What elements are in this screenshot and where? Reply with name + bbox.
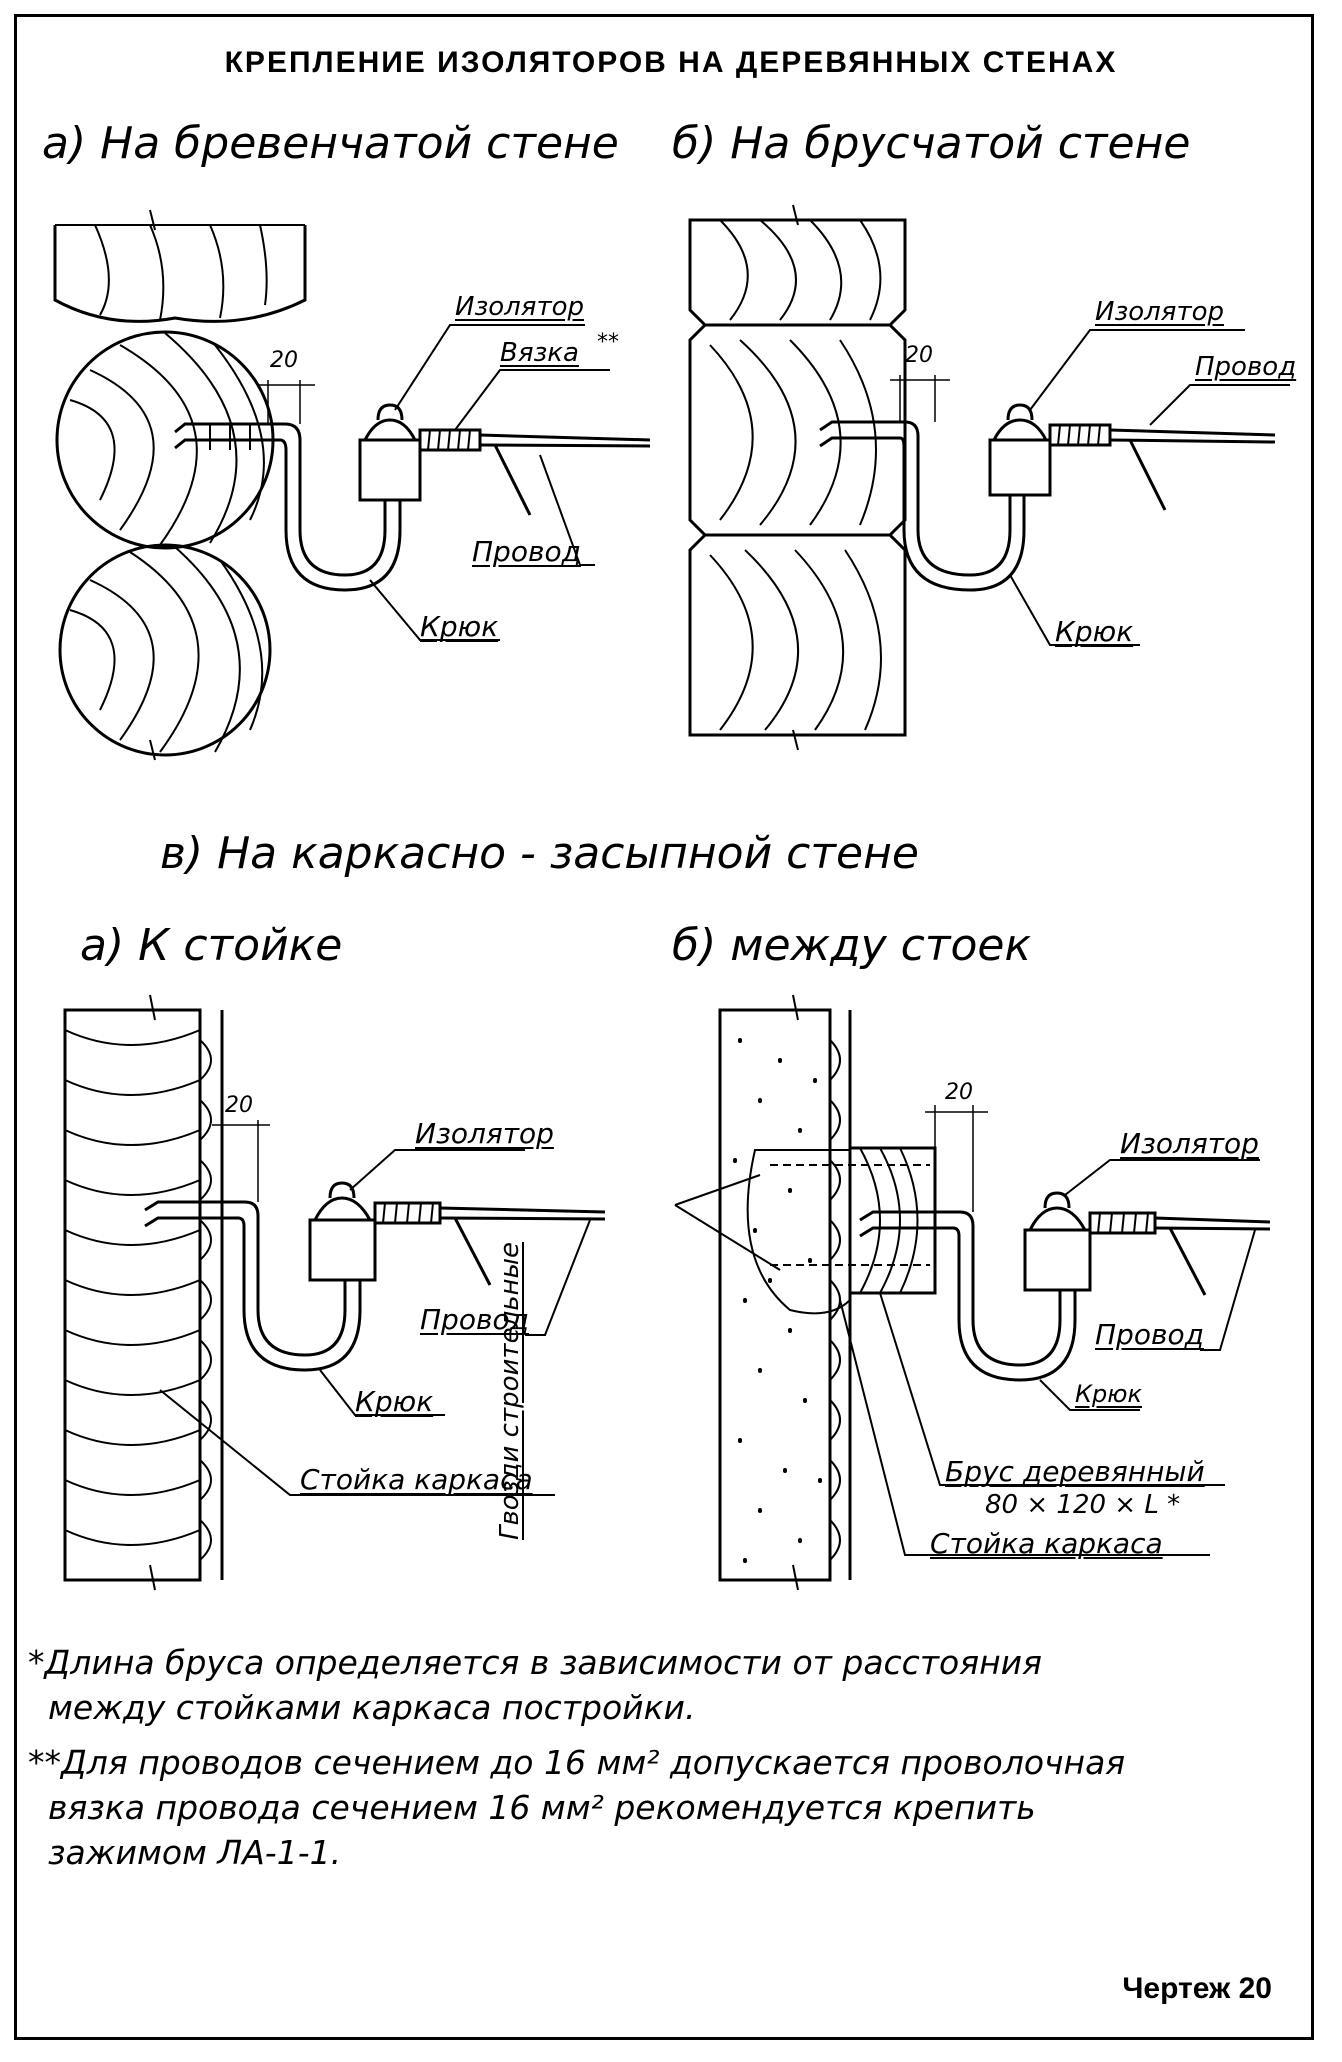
dimension-20-b: 20 [905,343,933,368]
note-1-line-2: между стойками каркаса постройки. [48,1688,696,1727]
heading-log-wall: а) На бревенчатой стене [42,118,619,169]
dimension-20-c2: 20 [945,1080,973,1105]
hook-assembly-b [819,329,1290,646]
label-nails: Гвозди строительные [495,1241,525,1540]
label-binding-mark: ** [597,330,619,355]
label-post-c1: Стойка каркаса [300,1463,533,1496]
dimension-20-c1: 20 [225,1093,253,1118]
fill-wall [718,994,937,1591]
label-insulator-a: Изолятор [455,292,584,322]
hook-assembly-a [174,324,651,641]
label-hook-a: Крюк [420,610,499,643]
label-hook-b: Крюк [1055,615,1134,648]
label-post-c2: Стойка каркаса [930,1527,1163,1560]
hook-assembly-c1 [144,1120,606,1496]
label-binding-a: Вязка [500,338,579,368]
label-wire-b: Провод [1195,352,1297,382]
heading-beam-wall: б) На брусчатой стене [672,118,1191,169]
heading-to-post: а) К стойке [80,920,343,971]
hook-assembly-c2 [674,1105,1271,1556]
label-beam: Брус деревянный [945,1455,1205,1488]
note-2-line-2: вязка провода сечением 16 мм² рекомендуе… [48,1788,1036,1827]
label-wire-c1: Провод [420,1303,529,1336]
page-title: КРЕПЛЕНИЕ ИЗОЛЯТОРОВ НА ДЕРЕВЯННЫХ СТЕНА… [224,46,1118,79]
post-wall [63,994,224,1591]
heading-frame-wall: в) На каркасно - засыпной стене [160,828,919,879]
drawing-number: Чертеж 20 [1122,1972,1272,2005]
dimension-20-a: 20 [270,348,298,373]
label-insulator-c2: Изолятор [1120,1127,1259,1160]
log-wall [53,209,307,761]
note-2-line-1: **Для проводов сечением до 16 мм² допуск… [28,1743,1126,1782]
label-beam-size: 80 × 120 × L * [985,1490,1181,1520]
beam-wall [688,204,907,751]
heading-between-posts: б) между стоек [672,920,1032,971]
label-insulator-c1: Изолятор [415,1117,554,1150]
label-hook-c1: Крюк [355,1385,434,1418]
label-hook-c2: Крюк [1075,1380,1142,1408]
label-wire-c2: Провод [1095,1318,1204,1351]
label-insulator-b: Изолятор [1095,297,1224,327]
drawing-frame [14,14,1314,2040]
label-wire-a: Провод [472,535,581,568]
note-1-line-1: *Длина бруса определяется в зависимости … [28,1643,1042,1682]
note-2-line-3: зажимом ЛА-1-1. [48,1833,342,1872]
